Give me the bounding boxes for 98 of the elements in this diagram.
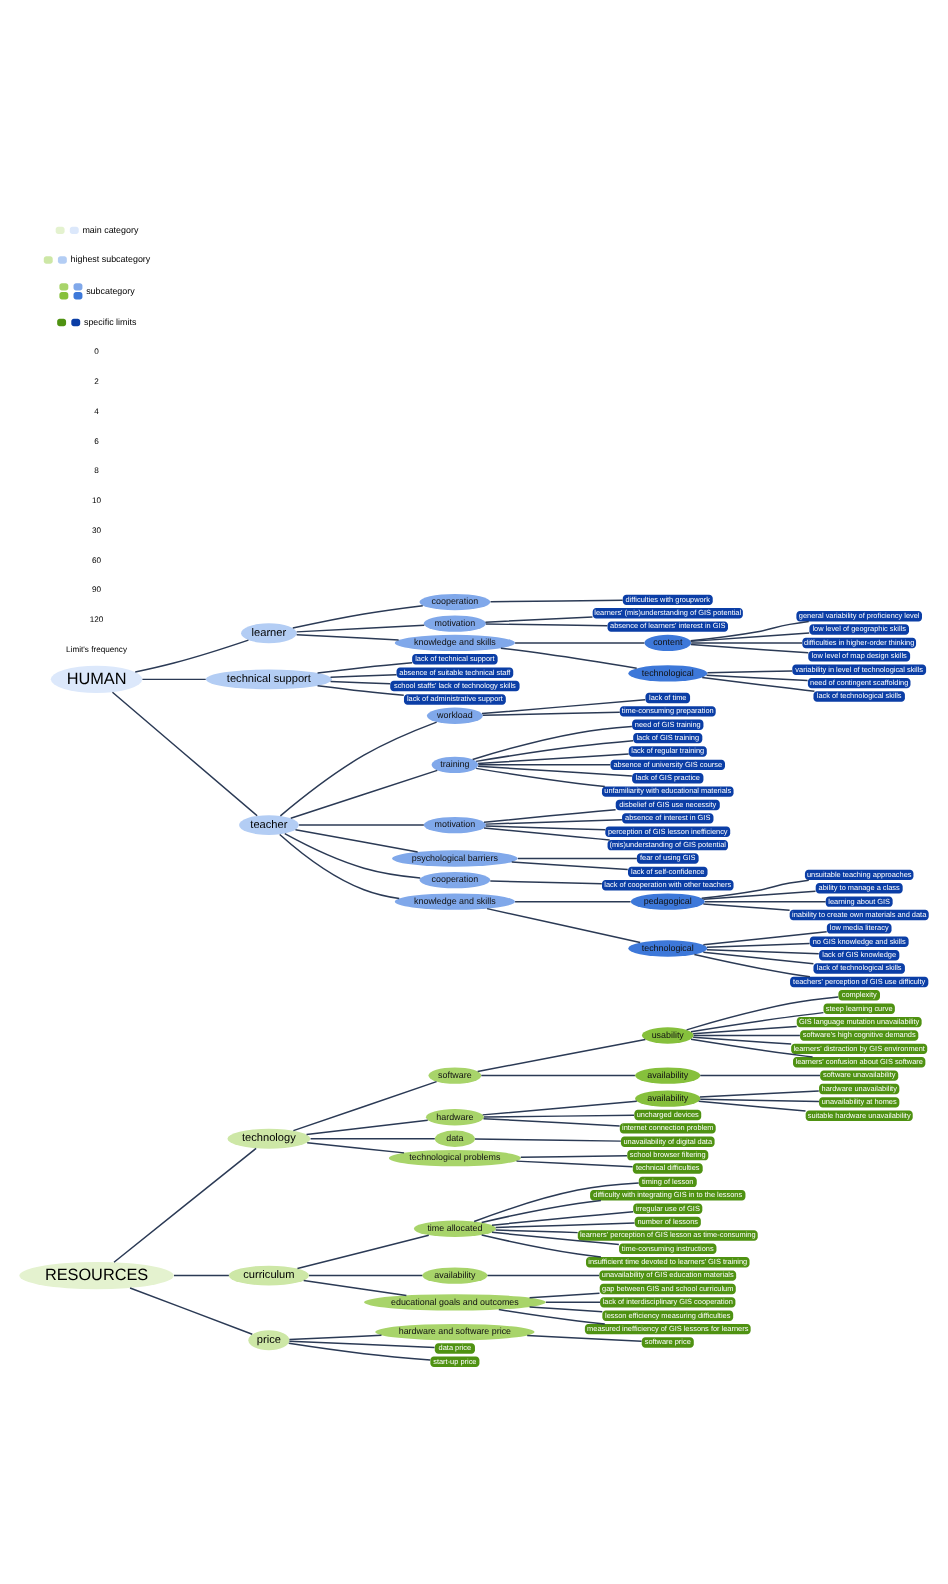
connector bbox=[484, 616, 594, 623]
connector bbox=[685, 996, 839, 1031]
connector bbox=[491, 1211, 634, 1226]
connector bbox=[481, 699, 646, 715]
connector bbox=[477, 765, 633, 777]
connector bbox=[514, 642, 646, 644]
connector bbox=[702, 931, 828, 946]
connector bbox=[481, 1100, 638, 1116]
connector bbox=[473, 1182, 640, 1223]
connector bbox=[329, 680, 391, 685]
connector bbox=[296, 1234, 430, 1270]
connector bbox=[693, 1034, 801, 1037]
connector bbox=[329, 674, 398, 678]
connector bbox=[704, 900, 827, 903]
connector bbox=[288, 1334, 383, 1341]
connector bbox=[699, 1074, 821, 1077]
connector bbox=[690, 632, 810, 643]
connector bbox=[476, 1038, 647, 1073]
connector bbox=[489, 880, 603, 885]
connector bbox=[480, 1234, 602, 1258]
connector bbox=[483, 1114, 635, 1118]
connector bbox=[692, 1025, 798, 1035]
connector bbox=[517, 857, 638, 860]
connector bbox=[514, 900, 632, 903]
connector bbox=[702, 951, 815, 965]
connector bbox=[511, 861, 629, 871]
connector bbox=[316, 662, 413, 674]
connector bbox=[690, 1038, 814, 1058]
connector bbox=[284, 832, 421, 879]
connector bbox=[298, 824, 425, 826]
connector bbox=[477, 753, 630, 765]
connector bbox=[690, 1011, 825, 1033]
connector bbox=[295, 624, 426, 633]
connector bbox=[278, 833, 400, 900]
connector bbox=[701, 676, 816, 692]
connector bbox=[294, 829, 419, 853]
connector bbox=[528, 1292, 601, 1299]
connector bbox=[706, 942, 811, 948]
connector bbox=[484, 825, 607, 831]
connector bbox=[489, 599, 624, 603]
connector bbox=[689, 620, 810, 642]
connector bbox=[288, 1340, 436, 1349]
connector bbox=[706, 670, 793, 674]
connector bbox=[526, 1334, 643, 1342]
connector bbox=[279, 721, 438, 817]
connector bbox=[316, 685, 405, 696]
connector bbox=[306, 1142, 405, 1154]
connector bbox=[700, 879, 810, 900]
connector bbox=[477, 764, 612, 766]
connector bbox=[705, 674, 809, 682]
connector bbox=[485, 623, 609, 627]
connector bbox=[305, 1119, 429, 1136]
connector bbox=[295, 633, 400, 641]
connector bbox=[520, 1154, 628, 1158]
connector bbox=[141, 678, 207, 681]
connector bbox=[292, 604, 424, 629]
connector bbox=[693, 953, 811, 978]
connector bbox=[697, 1100, 807, 1112]
connector bbox=[474, 1138, 622, 1142]
connector bbox=[302, 1279, 408, 1297]
connector bbox=[484, 819, 623, 825]
connector bbox=[690, 642, 803, 644]
connector bbox=[480, 1074, 636, 1077]
connector bbox=[113, 1147, 257, 1263]
connector bbox=[486, 1274, 600, 1277]
connector bbox=[134, 639, 250, 673]
connector bbox=[288, 1342, 431, 1361]
connector bbox=[483, 827, 611, 841]
connector bbox=[515, 1160, 634, 1168]
connector bbox=[290, 769, 439, 819]
connector bbox=[491, 1231, 620, 1246]
connector bbox=[494, 1229, 579, 1234]
connector bbox=[494, 1222, 636, 1229]
connector bbox=[292, 1080, 438, 1132]
connector bbox=[690, 643, 809, 654]
connector bbox=[173, 1274, 230, 1277]
connector bbox=[480, 1199, 602, 1224]
connector bbox=[545, 1301, 601, 1304]
connector bbox=[475, 740, 634, 763]
connector bbox=[482, 1117, 621, 1127]
connector bbox=[483, 808, 617, 823]
connector bbox=[699, 1090, 820, 1098]
connector bbox=[500, 647, 638, 670]
connector bbox=[309, 1138, 436, 1140]
connector bbox=[699, 1098, 820, 1103]
connector bbox=[111, 691, 258, 817]
connector bbox=[308, 1274, 423, 1277]
connector bbox=[528, 1306, 604, 1313]
connector bbox=[692, 1036, 792, 1045]
connector bbox=[486, 907, 641, 944]
connector bbox=[702, 903, 791, 911]
connector bbox=[706, 949, 820, 955]
connector bbox=[702, 890, 817, 900]
connector bbox=[498, 1308, 606, 1325]
connector bbox=[471, 725, 633, 761]
connector bbox=[129, 1287, 253, 1335]
connector bbox=[482, 711, 621, 716]
connector bbox=[475, 767, 606, 788]
